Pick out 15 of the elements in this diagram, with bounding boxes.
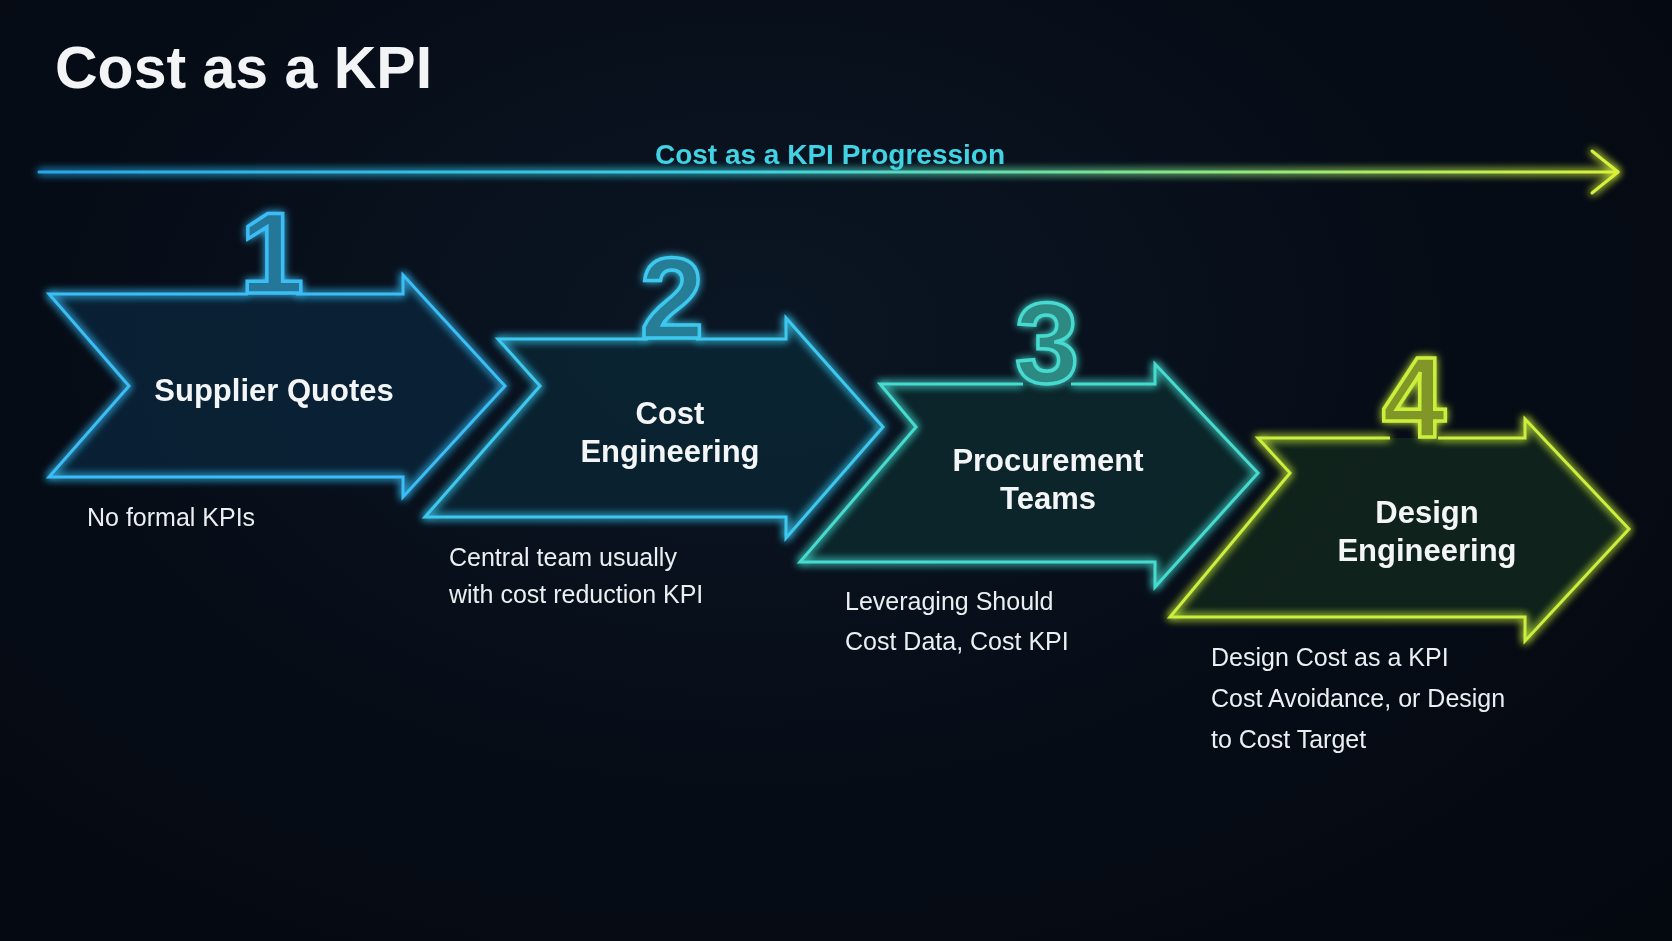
step-number: 3	[1015, 295, 1079, 393]
step-title: Cost Engineering	[579, 395, 761, 471]
step-description: No formal KPIs	[87, 502, 256, 533]
step-number: 2	[640, 250, 704, 348]
step-description: Design Cost as a KPI	[1211, 642, 1449, 673]
step-description: Central team usually with cost reduction KPI	[449, 542, 705, 610]
step-title: Design Engineering	[1336, 494, 1518, 570]
step-description: Cost Avoidance, or Design to Cost Target	[1211, 683, 1507, 755]
slide-title: Cost as a KPI	[55, 38, 433, 98]
progression-label: Cost as a KPI Progression	[654, 141, 1006, 169]
step-title: Supplier Quotes	[154, 372, 394, 410]
step-title: Procurement Teams	[951, 442, 1145, 518]
step-number: 1	[240, 205, 304, 303]
step-number: 4	[1382, 349, 1446, 447]
step-description: Leveraging Should Cost Data, Cost KPI	[845, 586, 1070, 657]
